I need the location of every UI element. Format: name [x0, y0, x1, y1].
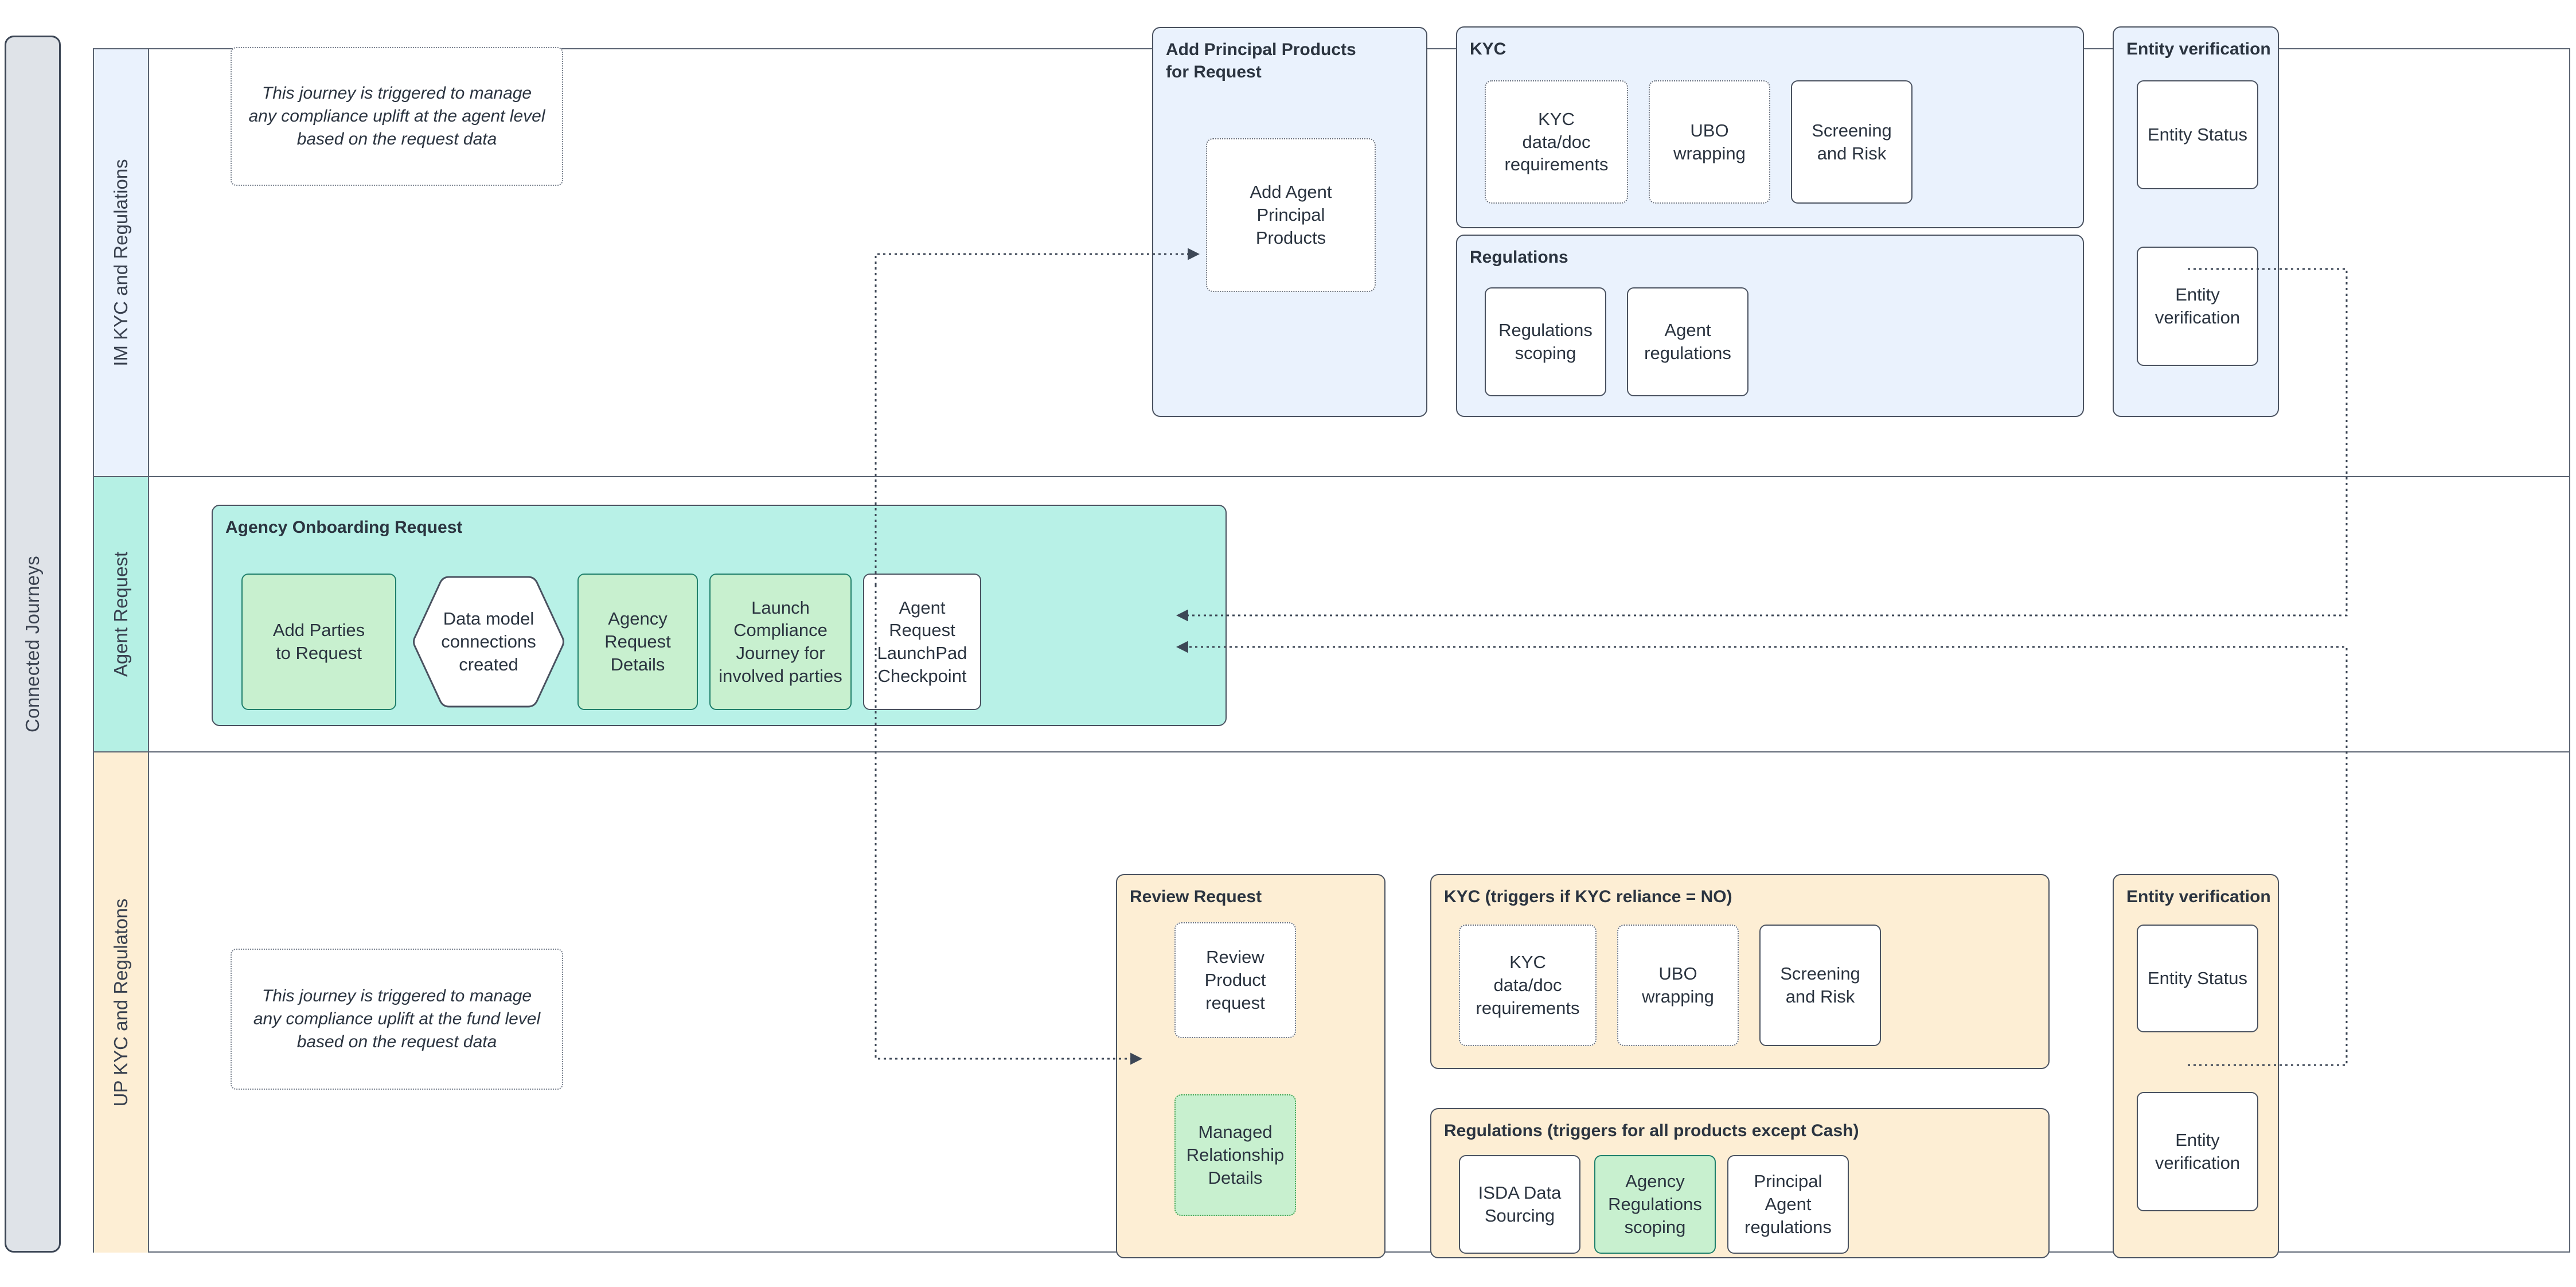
group-title-kyc-im: KYC: [1470, 40, 1506, 58]
lane-im-kyc-and-regulations: IM KYC and Regulations This journey is t…: [94, 26, 2569, 477]
node-principal-agent-regulations[interactable]: Principal Agent regulations: [1727, 1155, 1849, 1254]
node-agent-regulations-im[interactable]: Agent regulations: [1627, 287, 1748, 396]
pool-header-connected-journeys: Connected Journeys: [5, 36, 61, 1253]
group-kyc-im: KYC KYC data/doc requirements UBO wrappi…: [1456, 26, 2084, 228]
node-ubo-wrapping-im[interactable]: UBO wrapping: [1649, 80, 1770, 204]
group-title-entity-verification-im: Entity verification: [2126, 40, 2271, 58]
lane-label-up: UP KYC and Regulatons: [94, 752, 149, 1253]
lane-up-kyc-and-regulations: UP KYC and Regulatons This journey is tr…: [94, 752, 2569, 1258]
group-review-request: Review Request Review Product request Ma…: [1116, 874, 1385, 1258]
node-agency-request-details[interactable]: Agency Request Details: [577, 574, 698, 710]
node-agency-regulations-scoping[interactable]: Agency Regulations scoping: [1594, 1155, 1716, 1254]
group-regulations-im: Regulations Regulations scoping Agent re…: [1456, 235, 2084, 417]
group-title-kyc-up: KYC (triggers if KYC reliance = NO): [1444, 887, 1732, 906]
group-title-regulations-im: Regulations: [1470, 248, 1568, 267]
group-title-regulations-up: Regulations (triggers for all products e…: [1444, 1121, 1859, 1140]
pool-header-label: Connected Journeys: [22, 555, 43, 733]
node-entity-status-up[interactable]: Entity Status: [2137, 925, 2258, 1032]
node-managed-relationship-details[interactable]: Managed Relationship Details: [1174, 1094, 1296, 1216]
node-screening-and-risk-up[interactable]: Screening and Risk: [1759, 925, 1881, 1046]
group-agency-onboarding-request: Agency Onboarding Request Add Parties to…: [212, 505, 1227, 726]
group-title-entity-verification-up: Entity verification: [2126, 887, 2271, 906]
lane-label-up-text: UP KYC and Regulatons: [110, 898, 131, 1107]
node-kyc-data-doc-requirements-up[interactable]: KYC data/doc requirements: [1459, 925, 1597, 1046]
group-add-principal-products: Add Principal Products for Request Add A…: [1152, 27, 1427, 417]
node-entity-status-im[interactable]: Entity Status: [2137, 80, 2258, 189]
node-launch-compliance-journey[interactable]: Launch Compliance Journey for involved p…: [709, 574, 852, 710]
node-data-model-connections-created[interactable]: Data model connections created: [411, 574, 566, 710]
node-add-agent-principal-products[interactable]: Add Agent Principal Products: [1206, 138, 1376, 292]
node-regulations-scoping-im[interactable]: Regulations scoping: [1485, 287, 1606, 396]
group-entity-verification-up: Entity verification Entity Status Entity…: [2113, 874, 2279, 1258]
group-title-agency-onboarding-request: Agency Onboarding Request: [225, 518, 463, 537]
node-kyc-data-doc-requirements-im[interactable]: KYC data/doc requirements: [1485, 80, 1628, 204]
im-lane-note: This journey is triggered to manage any …: [231, 47, 563, 186]
node-review-product-request[interactable]: Review Product request: [1174, 922, 1296, 1038]
node-entity-verification-up[interactable]: Entity verification: [2137, 1092, 2258, 1211]
lane-agent-request: Agent Request Agency Onboarding Request …: [94, 477, 2569, 752]
node-isda-data-sourcing[interactable]: ISDA Data Sourcing: [1459, 1155, 1580, 1254]
up-lane-note: This journey is triggered to manage any …: [231, 949, 563, 1090]
lane-label-im-text: IM KYC and Regulations: [110, 159, 131, 366]
group-kyc-up: KYC (triggers if KYC reliance = NO) KYC …: [1430, 874, 2050, 1069]
node-screening-and-risk-im[interactable]: Screening and Risk: [1791, 80, 1913, 204]
lane-label-im: IM KYC and Regulations: [94, 49, 149, 476]
node-add-parties-to-request[interactable]: Add Parties to Request: [241, 574, 396, 710]
pool-body: IM KYC and Regulations This journey is t…: [93, 26, 2570, 1258]
node-agent-request-launchpad-checkpoint[interactable]: Agent Request LaunchPad Checkpoint: [863, 574, 981, 710]
lane-label-agent: Agent Request: [94, 477, 149, 751]
group-title-add-principal-products: Add Principal Products for Request: [1166, 40, 1356, 81]
node-entity-verification-im[interactable]: Entity verification: [2137, 247, 2258, 366]
group-title-review-request: Review Request: [1130, 887, 1262, 906]
group-regulations-up: Regulations (triggers for all products e…: [1430, 1108, 2050, 1258]
group-entity-verification-im: Entity verification Entity Status Entity…: [2113, 26, 2279, 417]
lane-label-agent-text: Agent Request: [110, 551, 131, 677]
node-data-model-connections-created-label: Data model connections created: [441, 608, 536, 675]
node-ubo-wrapping-up[interactable]: UBO wrapping: [1617, 925, 1739, 1046]
